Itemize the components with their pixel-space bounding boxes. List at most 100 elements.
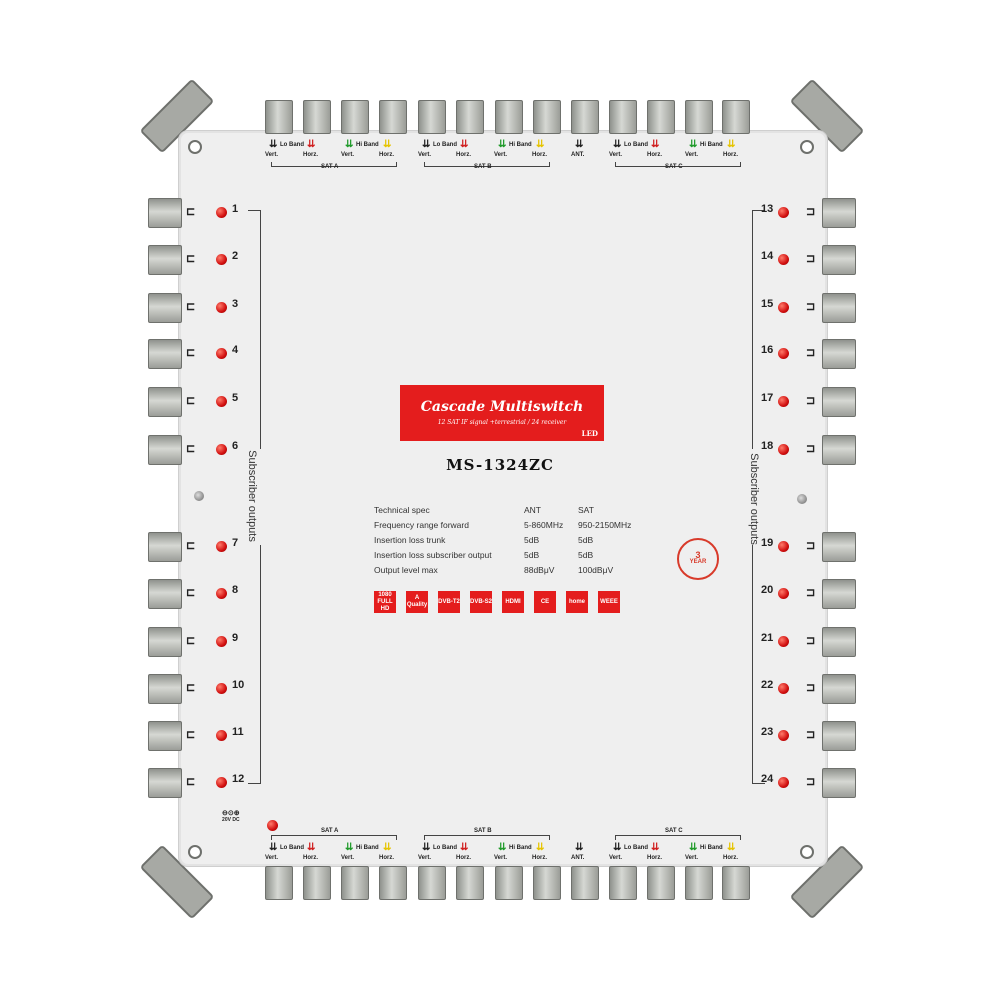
input-connector[interactable] xyxy=(685,866,713,900)
output-symbol-icon: ⊏ xyxy=(186,253,196,265)
hi-band-label: Hi Band xyxy=(509,142,532,148)
sat-label: SAT C xyxy=(665,828,683,834)
output-symbol-icon: ⊐ xyxy=(806,301,816,313)
input-connector[interactable] xyxy=(379,866,407,900)
band-arrow-icon: ⇊ xyxy=(498,139,507,150)
input-connector[interactable] xyxy=(647,100,675,134)
input-connector[interactable] xyxy=(571,100,599,134)
port-number: 16 xyxy=(761,344,774,356)
input-connector[interactable] xyxy=(265,866,293,900)
output-connector[interactable] xyxy=(822,387,856,417)
input-connector[interactable] xyxy=(647,866,675,900)
output-connector[interactable] xyxy=(148,198,182,228)
ant-arrow-icon: ⇊ xyxy=(575,139,584,150)
input-connector[interactable] xyxy=(571,866,599,900)
certification-badge-icon: home xyxy=(566,591,588,613)
input-connector[interactable] xyxy=(495,100,523,134)
logo-subtitle: 12 SAT IF signal +terrestrial / 24 recei… xyxy=(437,419,567,426)
vert-label: Vert. xyxy=(494,855,508,861)
output-connector[interactable] xyxy=(148,674,182,704)
ant-label: ANT. xyxy=(571,855,585,861)
port-number: 19 xyxy=(761,537,774,549)
output-connector[interactable] xyxy=(148,768,182,798)
vert-label: Vert. xyxy=(494,152,508,158)
input-connector[interactable] xyxy=(722,100,750,134)
output-symbol-icon: ⊐ xyxy=(806,729,816,741)
input-connector[interactable] xyxy=(303,866,331,900)
output-connector[interactable] xyxy=(148,387,182,417)
output-connector[interactable] xyxy=(148,627,182,657)
corner-hole xyxy=(800,845,814,859)
lo-band-label: Lo Band xyxy=(280,142,304,148)
port-led xyxy=(778,683,789,694)
port-number: 23 xyxy=(761,726,774,738)
vert-label: Vert. xyxy=(609,855,623,861)
sat-group-line xyxy=(615,835,741,840)
output-connector[interactable] xyxy=(822,579,856,609)
output-connector[interactable] xyxy=(148,293,182,323)
output-connector[interactable] xyxy=(822,674,856,704)
horz-label: Horz. xyxy=(532,855,547,861)
port-led xyxy=(216,636,227,647)
input-connector[interactable] xyxy=(533,100,561,134)
port-led xyxy=(216,207,227,218)
output-symbol-icon: ⊏ xyxy=(186,729,196,741)
input-connector[interactable] xyxy=(685,100,713,134)
output-symbol-icon: ⊏ xyxy=(186,301,196,313)
input-connector[interactable] xyxy=(609,866,637,900)
output-connector[interactable] xyxy=(822,339,856,369)
output-symbol-icon: ⊏ xyxy=(186,206,196,218)
input-connector[interactable] xyxy=(495,866,523,900)
port-number: 9 xyxy=(232,632,239,644)
output-connector[interactable] xyxy=(822,532,856,562)
input-connector[interactable] xyxy=(265,100,293,134)
horz-label: Horz. xyxy=(723,855,738,861)
sat-label: SAT B xyxy=(474,828,492,834)
band-arrow-icon: ⇊ xyxy=(613,139,622,150)
vert-label: Vert. xyxy=(265,855,279,861)
output-symbol-icon: ⊐ xyxy=(806,347,816,359)
port-number: 17 xyxy=(761,392,774,404)
input-connector[interactable] xyxy=(379,100,407,134)
input-connector[interactable] xyxy=(456,866,484,900)
spec-cell: 5dB xyxy=(524,549,540,560)
input-connector[interactable] xyxy=(418,100,446,134)
input-connector[interactable] xyxy=(722,866,750,900)
hi-band-label: Hi Band xyxy=(356,142,379,148)
output-connector[interactable] xyxy=(148,339,182,369)
port-led xyxy=(216,254,227,265)
output-connector[interactable] xyxy=(148,532,182,562)
output-connector[interactable] xyxy=(148,721,182,751)
input-connector[interactable] xyxy=(533,866,561,900)
corner-hole xyxy=(188,845,202,859)
output-connector[interactable] xyxy=(822,435,856,465)
output-connector[interactable] xyxy=(822,198,856,228)
output-connector[interactable] xyxy=(148,245,182,275)
vert-label: Vert. xyxy=(265,152,279,158)
output-connector[interactable] xyxy=(822,293,856,323)
output-connector[interactable] xyxy=(148,435,182,465)
input-connector[interactable] xyxy=(341,866,369,900)
port-led xyxy=(778,588,789,599)
input-connector[interactable] xyxy=(456,100,484,134)
warranty-seal: 3 YEAR xyxy=(677,538,719,580)
spec-cell: 950-2150MHz xyxy=(578,519,632,530)
input-connector[interactable] xyxy=(418,866,446,900)
horz-label: Horz. xyxy=(532,152,547,158)
output-connector[interactable] xyxy=(822,245,856,275)
sat-group-line xyxy=(615,162,741,167)
horz-label: Horz. xyxy=(647,152,662,158)
output-symbol-icon: ⊏ xyxy=(186,587,196,599)
input-connector[interactable] xyxy=(609,100,637,134)
output-connector[interactable] xyxy=(148,579,182,609)
input-connector[interactable] xyxy=(341,100,369,134)
multiswitch-body xyxy=(178,130,828,867)
output-connector[interactable] xyxy=(822,768,856,798)
port-led xyxy=(216,302,227,313)
input-connector[interactable] xyxy=(303,100,331,134)
lo-band-label: Lo Band xyxy=(624,142,648,148)
port-led xyxy=(216,777,227,788)
output-connector[interactable] xyxy=(822,627,856,657)
output-connector[interactable] xyxy=(822,721,856,751)
